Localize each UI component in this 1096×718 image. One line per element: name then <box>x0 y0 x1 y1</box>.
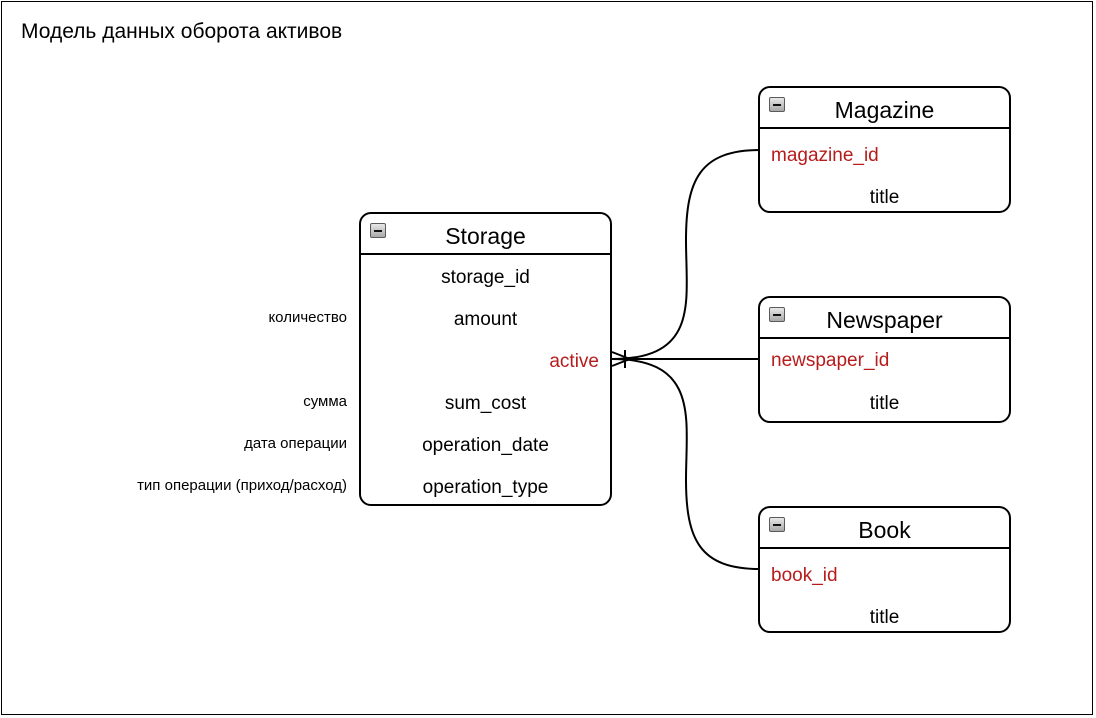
entity-name: Newspaper <box>826 307 943 333</box>
note-operation-date: дата операции <box>244 435 347 452</box>
field-storage-id: storage_id <box>441 267 530 288</box>
entity-storage-header: Storage <box>361 214 610 255</box>
field-operation-date: operation_date <box>422 435 549 456</box>
entity-newspaper-header: Newspaper <box>760 298 1009 339</box>
entity-name: Storage <box>445 223 526 249</box>
field-operation-type: operation_type <box>422 477 549 498</box>
collapse-icon[interactable] <box>769 97 785 112</box>
entity-storage[interactable]: Storage storage_id amount active sum_cos… <box>359 212 612 506</box>
field-amount: amount <box>453 309 518 330</box>
note-sum-cost: сумма <box>303 393 347 410</box>
note-operation-type: тип операции (приход/расход) <box>137 477 347 494</box>
field-magazine-id: magazine_id <box>771 145 879 166</box>
collapse-icon[interactable] <box>769 517 785 532</box>
diagram-title: Модель данных оборота активов <box>21 20 343 43</box>
entity-name: Book <box>858 517 911 543</box>
entity-book-header: Book <box>760 508 1009 549</box>
entity-magazine[interactable]: Magazine magazine_id title <box>758 86 1011 213</box>
entity-book[interactable]: Book book_id title <box>758 506 1011 633</box>
field-active: active <box>549 351 599 372</box>
entity-name: Magazine <box>834 97 935 123</box>
field-title: title <box>869 393 900 414</box>
field-newspaper-id: newspaper_id <box>771 350 890 371</box>
entity-magazine-header: Magazine <box>760 88 1009 129</box>
field-title: title <box>869 187 900 208</box>
entity-newspaper[interactable]: Newspaper newspaper_id title <box>758 296 1011 423</box>
collapse-icon[interactable] <box>769 307 785 322</box>
field-book-id: book_id <box>771 565 838 586</box>
field-title: title <box>869 607 900 628</box>
field-sum-cost: sum_cost <box>444 393 527 414</box>
collapse-icon[interactable] <box>370 223 386 238</box>
note-amount: количество <box>268 309 347 326</box>
